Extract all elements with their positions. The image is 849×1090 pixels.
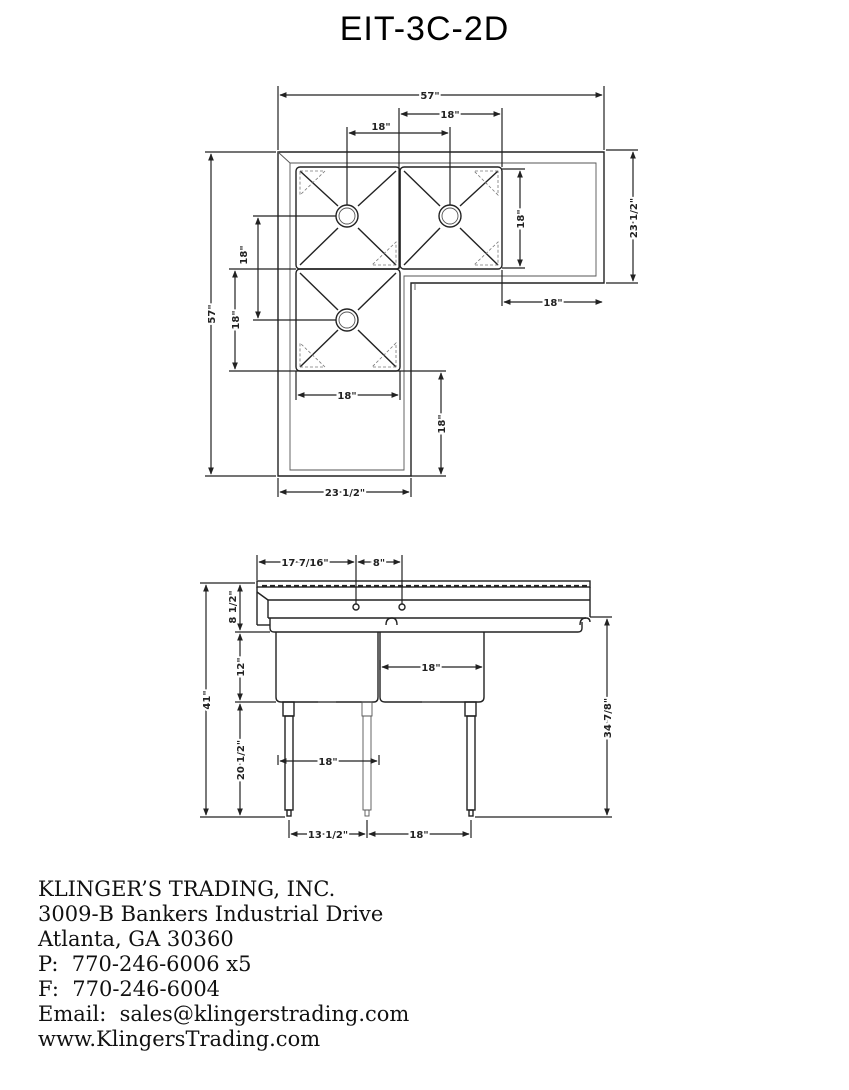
dim-splash-height: 8 1/2": [228, 590, 239, 623]
dim-overall-width: 57": [420, 91, 439, 102]
company-website: www.KlingersTrading.com: [38, 1027, 321, 1051]
dim-bowl-width-left: 18": [371, 122, 390, 133]
company-fax: F: 770-246-6004: [38, 977, 221, 1001]
company-email: Email: sales@klingerstrading.com: [38, 1002, 410, 1026]
company-phone: P: 770-246-6006 x5: [38, 952, 252, 976]
dim-overall-depth: 57": [207, 304, 218, 323]
dim-leg-offset-left: 13 1/2": [308, 830, 348, 841]
leg-right: [464, 701, 477, 817]
dim-leg-height: 20 1/2": [236, 740, 247, 780]
company-street: 3009-B Bankers Industrial Drive: [38, 902, 384, 926]
company-name: KLINGER’S TRADING, INC.: [38, 877, 336, 901]
dim-right-drainboard: 18": [543, 298, 562, 309]
dim-leg-spacing-right: 18": [409, 830, 428, 841]
dim-left-bowl-spacing: 18": [239, 245, 250, 264]
dim-bowl-depth: 12": [236, 657, 247, 676]
dim-bottom-drainboard: 18": [437, 414, 448, 433]
dim-bottom-wing-width: 23 1/2": [325, 488, 365, 499]
dim-drain-offset: 17 7/16": [281, 558, 328, 569]
dim-rim-height: 34 7/8": [603, 698, 614, 738]
bowl-2: [403, 170, 499, 266]
dim-overall-height: 41": [202, 690, 213, 709]
dim-right-wing-depth: 23 1/2": [629, 198, 640, 238]
dim-bowl-width-right: 18": [440, 110, 459, 121]
plan-view: 57" 18" 18" 18" 23 1/2" 18" 57" 18" 18" …: [205, 86, 642, 501]
dim-bottom-bowl-width: 18": [337, 391, 356, 402]
dim-left-bowl-depth: 18": [231, 310, 242, 329]
elevation-view: 17 7/16" 8" 8 1/2" 12" 18" 41" 20 1/2" 1…: [200, 555, 616, 843]
leg-left: [282, 701, 295, 817]
company-address-block: KLINGER’S TRADING, INC. 3009-B Bankers I…: [38, 877, 409, 1052]
company-city: Atlanta, GA 30360: [38, 927, 234, 951]
bowl-1: [299, 170, 397, 266]
leg-center: [361, 701, 373, 817]
dim-drain-spacing: 8": [373, 558, 385, 569]
dim-bowl-depth-right: 18": [516, 209, 527, 228]
page-title: EIT-3C-2D: [339, 10, 510, 48]
dim-bowl-width: 18": [421, 663, 440, 674]
dim-leg-spacing-inner: 18": [318, 757, 337, 768]
bowl-3: [299, 272, 397, 368]
